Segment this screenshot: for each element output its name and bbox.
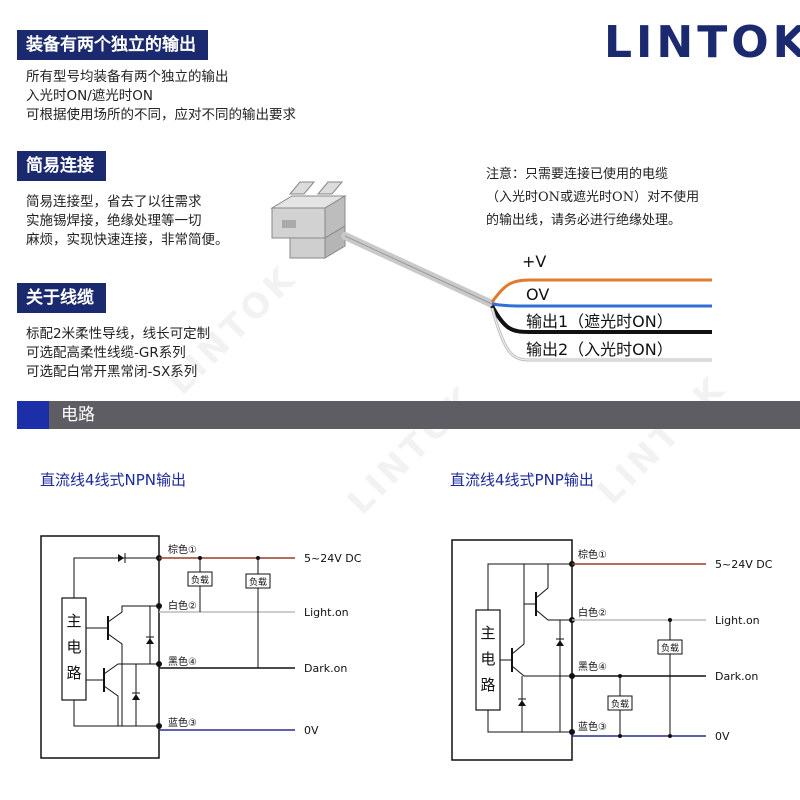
pnp-main-circuit-char: 主 — [480, 624, 495, 642]
pnp-wire-black-label: 黑色④ — [578, 660, 607, 673]
pnp-supply-label: 5~24V DC — [715, 558, 773, 571]
sensor-illustration — [270, 181, 712, 362]
wire-label-output1: 输出1（遮光时ON） — [526, 312, 673, 331]
pnp-dark-label: Dark.on — [715, 670, 758, 683]
section-text-outputs: 所有型号均装备有两个独立的输出 入光时ON/遮光时ON 可根据使用场所的不同，应… — [26, 68, 296, 125]
pnp-load-label: 负载 — [661, 642, 679, 654]
sensor-body-icon — [270, 181, 347, 259]
npn-dark-label: Dark.on — [304, 662, 347, 675]
note-line: 注意：只需要连接已使用的电缆 — [486, 167, 669, 182]
bar-accent — [17, 401, 49, 429]
pnp-load-label: 负载 — [611, 698, 629, 710]
section-title-outputs: 装备有两个独立的输出 — [17, 30, 208, 60]
npn-load-label: 负载 — [249, 576, 267, 588]
npn-light-label: Light.on — [304, 606, 349, 619]
note-line: （入光时ON或遮光时ON）对不使用 — [486, 190, 700, 205]
pnp-main-circuit-char: 路 — [480, 676, 495, 694]
pnp-wire-blue-label: 蓝色③ — [578, 720, 607, 733]
section-text-cable: 标配2米柔性导线，线长可定制 可选配高柔性线缆-GR系列 可选配白常开黑常闭-S… — [26, 325, 210, 382]
text-line: 麻烦，实现快速连接，非常简便。 — [26, 232, 229, 248]
text-line: 标配2米柔性导线，线长可定制 — [26, 326, 211, 342]
text-line: 可选配高柔性线缆-GR系列 — [26, 345, 186, 361]
wire-label-vplus: +V — [522, 252, 547, 271]
npn-wire-black-label: 黑色④ — [168, 655, 197, 668]
wire-label-ov: OV — [526, 285, 550, 304]
usage-note: 注意：只需要连接已使用的电缆 （入光时ON或遮光时ON）对不使用 的输出线，请务… — [486, 163, 776, 232]
npn-load-label: 负载 — [191, 574, 209, 586]
text-line: 简易连接型，省去了以往需求 — [26, 194, 202, 210]
circuit-section-bar: 电路 — [17, 401, 800, 429]
wire-label-output2: 输出2（入光时ON） — [526, 340, 673, 359]
section-title-cable: 关于线缆 — [17, 283, 106, 313]
npn-wire-blue-label: 蓝色③ — [168, 716, 197, 729]
text-line: 所有型号均装备有两个独立的输出 — [26, 69, 229, 85]
npn-wire-brown-label: 棕色① — [168, 543, 197, 556]
pnp-circuit-diagram: 主 电 路 负载 负载 棕色① 白色② 黑色④ 蓝色③ 5~24V DC Lig… — [451, 539, 773, 761]
npn-supply-label: 5~24V DC — [304, 552, 362, 565]
npn-main-circuit-char: 路 — [66, 664, 81, 682]
pnp-wire-brown-label: 棕色① — [578, 548, 607, 561]
npn-zero-label: 0V — [304, 724, 319, 737]
pnp-light-label: Light.on — [715, 614, 760, 627]
section-title-connection: 简易连接 — [17, 151, 106, 181]
npn-main-circuit-char: 主 — [66, 612, 81, 630]
npn-main-circuit-char: 电 — [66, 638, 81, 656]
text-line: 入光时ON/遮光时ON — [26, 88, 153, 104]
npn-wire-white-label: 白色② — [168, 599, 197, 612]
text-line: 实施锡焊接，绝缘处理等一切 — [26, 213, 202, 229]
pnp-title: 直流线4线式PNP输出 — [450, 471, 594, 489]
text-line: 可选配白常开黑常闭-SX系列 — [26, 364, 198, 380]
section-text-connection: 简易连接型，省去了以往需求 实施锡焊接，绝缘处理等一切 麻烦，实现快速连接，非常… — [26, 193, 229, 250]
npn-title: 直流线4线式NPN输出 — [40, 471, 187, 489]
pnp-wire-white-label: 白色② — [578, 606, 607, 619]
text-line: 可根据使用场所的不同，应对不同的输出要求 — [26, 107, 296, 123]
lintok-logo: LINTOK — [604, 17, 800, 68]
circuit-section-title: 电路 — [61, 405, 95, 425]
pnp-main-circuit-char: 电 — [480, 650, 495, 668]
note-line: 的输出线，请务必进行绝缘处理。 — [486, 213, 682, 228]
pnp-zero-label: 0V — [715, 730, 730, 743]
npn-circuit-diagram: 主 电 路 负载 负载 棕色① 白色② 黑色④ 蓝色③ 5~24V DC Lig… — [40, 535, 362, 759]
